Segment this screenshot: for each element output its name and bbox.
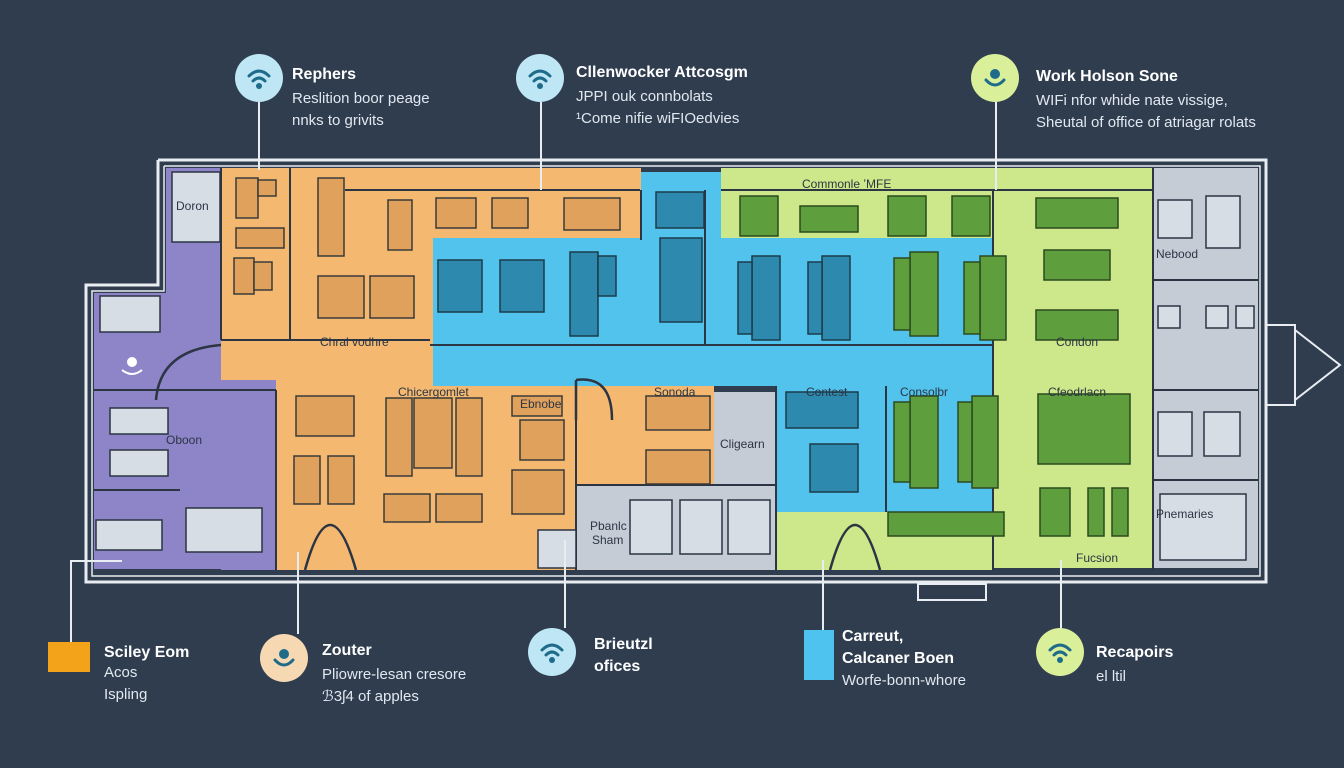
furniture-grey-fixtures — [95, 171, 1255, 569]
callout-text: ℬ3ʃ4 of apples — [322, 688, 419, 705]
wifi-icon — [260, 634, 308, 682]
furniture-orange-desks — [233, 177, 711, 523]
wifi-icon — [528, 628, 576, 676]
callout-bot-3: Brieutzl oficеs — [594, 636, 653, 676]
wifi-icon — [235, 54, 283, 102]
room-label-nebood: Nebood — [1156, 247, 1198, 261]
callout-text: Ispling — [104, 686, 148, 703]
callout-title: Sciley Eom — [104, 644, 190, 661]
door-arcs — [154, 343, 882, 571]
callout-top-mid: Cllenwocker Attcosgm JPPI ouk connbolats… — [576, 64, 748, 130]
callout-title: Cllenwocker Attcosgm — [576, 64, 748, 81]
callout-text: Reslition boor peage — [292, 90, 430, 107]
room-label-condon: Condon — [1056, 335, 1098, 349]
room-label-doron: Doron — [176, 199, 209, 213]
callout-title: Carreut, — [842, 628, 904, 645]
callout-text: Acos — [104, 664, 138, 681]
callout-title: Brieutzl — [594, 636, 653, 653]
legend-swatch-orange — [48, 642, 90, 672]
leader-line-bot-4 — [822, 560, 824, 630]
room-label-central: Chral vodhre — [320, 335, 389, 349]
callout-text: Pliowre-lesan cresore — [322, 666, 467, 683]
callout-bot-1: Sciley Eom Acos Ispling — [104, 644, 189, 706]
callout-title: Work Holson Sone — [1036, 68, 1178, 85]
callout-top-left: Rephers Reslition boor peage nnks to gri… — [292, 66, 430, 132]
room-label-cliengomlet: Chicergomlet — [398, 385, 469, 399]
callout-text: nnks to grivits — [292, 112, 384, 129]
callout-bot-2: Zouter Pliowre-lesan cresore ℬ3ʃ4 of app… — [322, 642, 466, 708]
room-label-contest: Contest — [806, 385, 848, 399]
leader-line-top-left — [258, 102, 260, 170]
callout-text: WIFi nfor whide nate vissige, — [1036, 92, 1228, 109]
room-label-condtrlacn: Cfeodrlacn — [1048, 385, 1106, 399]
leader-line-top-right — [995, 102, 997, 190]
callout-top-right: Work Holson Sone WIFi nfor whide nate vi… — [1036, 68, 1256, 134]
leader-line-bot-3 — [564, 540, 566, 628]
leader-line-bot-2 — [297, 552, 299, 634]
room-label-fucsion: Fuсsion — [1076, 551, 1118, 565]
callout-text: Calcaner Boen — [842, 650, 955, 667]
room-label-sonoda: Sonoda — [654, 385, 696, 399]
entrance-step — [917, 583, 987, 601]
room-label-oboon: Oboon — [166, 433, 202, 447]
room-label-cligearn: Cligearn — [720, 437, 765, 451]
callout-title: Recapoirs — [1096, 644, 1174, 661]
callout-text: Sheutal of office of atriagar rolats — [1036, 114, 1256, 131]
room-label-commonle: Commonle ʼMFE — [802, 177, 891, 191]
furniture-blue-desks — [437, 191, 859, 493]
callout-text: ¹Come nifie wiFIOedvies — [576, 110, 740, 127]
room-label-pbanlc: Pbanlc — [590, 519, 627, 533]
leader-line-bot-5 — [1060, 560, 1062, 630]
wifi-icon — [1036, 628, 1084, 676]
callout-text: JPPI ouk connbolats — [576, 88, 713, 105]
wifi-icon — [516, 54, 564, 102]
callout-text: Worfe-bonn-whore — [842, 672, 966, 689]
room-label-ebnobe: Ebnobe — [520, 397, 562, 411]
callout-title: Rephers — [292, 66, 357, 83]
callout-bot-5: Recapoirs el ltil — [1096, 644, 1173, 688]
room-label-sham: Sham — [592, 533, 623, 547]
callout-bot-4: Carreut, Calcaner Boen Worfe-bonn-whore — [842, 628, 966, 692]
legend-swatch-blue — [804, 630, 834, 680]
leader-line-bot-1 — [70, 560, 72, 644]
callout-title: Zouter — [322, 642, 372, 659]
wifi-marker-left — [121, 357, 143, 375]
furniture-green-desks — [739, 195, 1131, 537]
leader-line-bot-1-h — [70, 560, 122, 562]
room-label-consolbr: Consolbr — [900, 385, 948, 399]
callout-text: el ltil — [1096, 668, 1127, 685]
room-labels: Doron Chral vodhre Chicergomlet Sonoda C… — [166, 177, 1213, 565]
room-label-pnemaries: Pnemaries — [1156, 507, 1213, 521]
wifi-icon — [971, 54, 1019, 102]
leader-line-top-mid — [540, 102, 542, 190]
building-outline — [84, 158, 1342, 584]
callout-text: oficеs — [594, 658, 641, 675]
